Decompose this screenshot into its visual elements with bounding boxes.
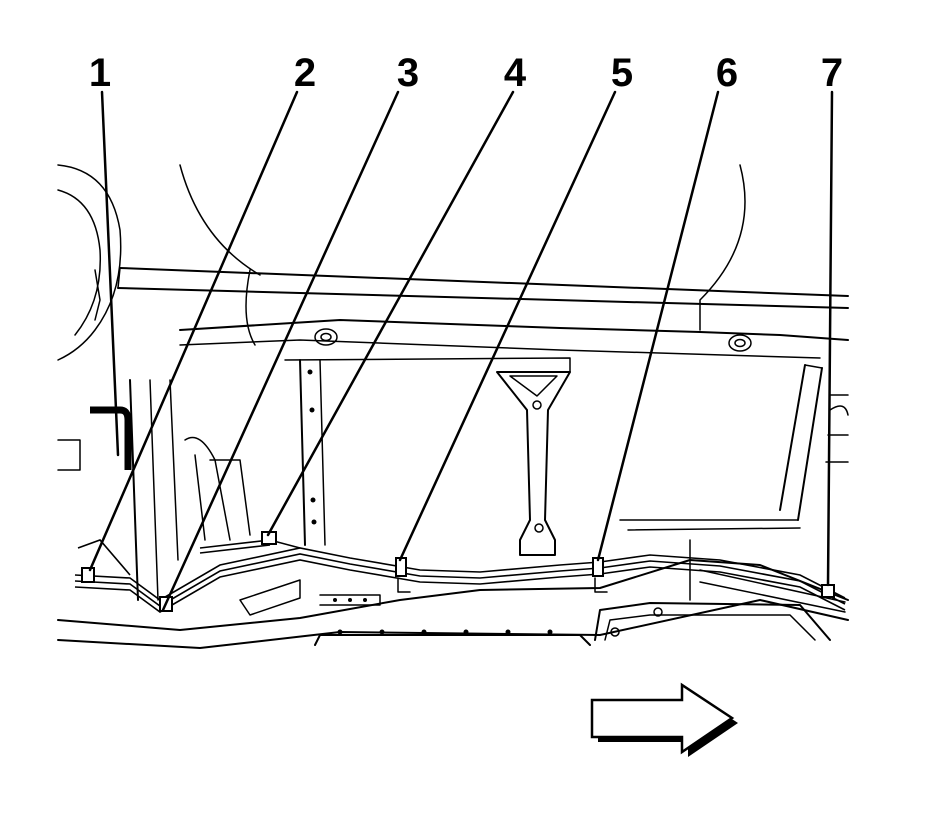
callout-6: 6 (716, 51, 738, 95)
leader-4 (266, 90, 515, 537)
callout-7: 7 (821, 51, 843, 95)
underbody-structure (57, 164, 849, 649)
leader-1 (100, 90, 120, 457)
leader-5 (398, 90, 617, 562)
callout-4: 4 (504, 51, 527, 95)
callout-3: 3 (397, 51, 419, 95)
leader-7 (826, 90, 834, 587)
leader-lines (88, 90, 834, 612)
callout-2: 2 (294, 51, 316, 95)
callout-labels: 1 2 3 4 5 6 7 (89, 51, 843, 95)
callout-1: 1 (89, 51, 111, 95)
callout-5: 5 (611, 51, 633, 95)
clip-1 (81, 567, 95, 583)
right-arrow-icon (590, 682, 738, 757)
leader-6 (596, 90, 720, 562)
leader-2 (88, 90, 299, 572)
leader-3 (161, 90, 400, 612)
clip-7 (821, 584, 835, 598)
